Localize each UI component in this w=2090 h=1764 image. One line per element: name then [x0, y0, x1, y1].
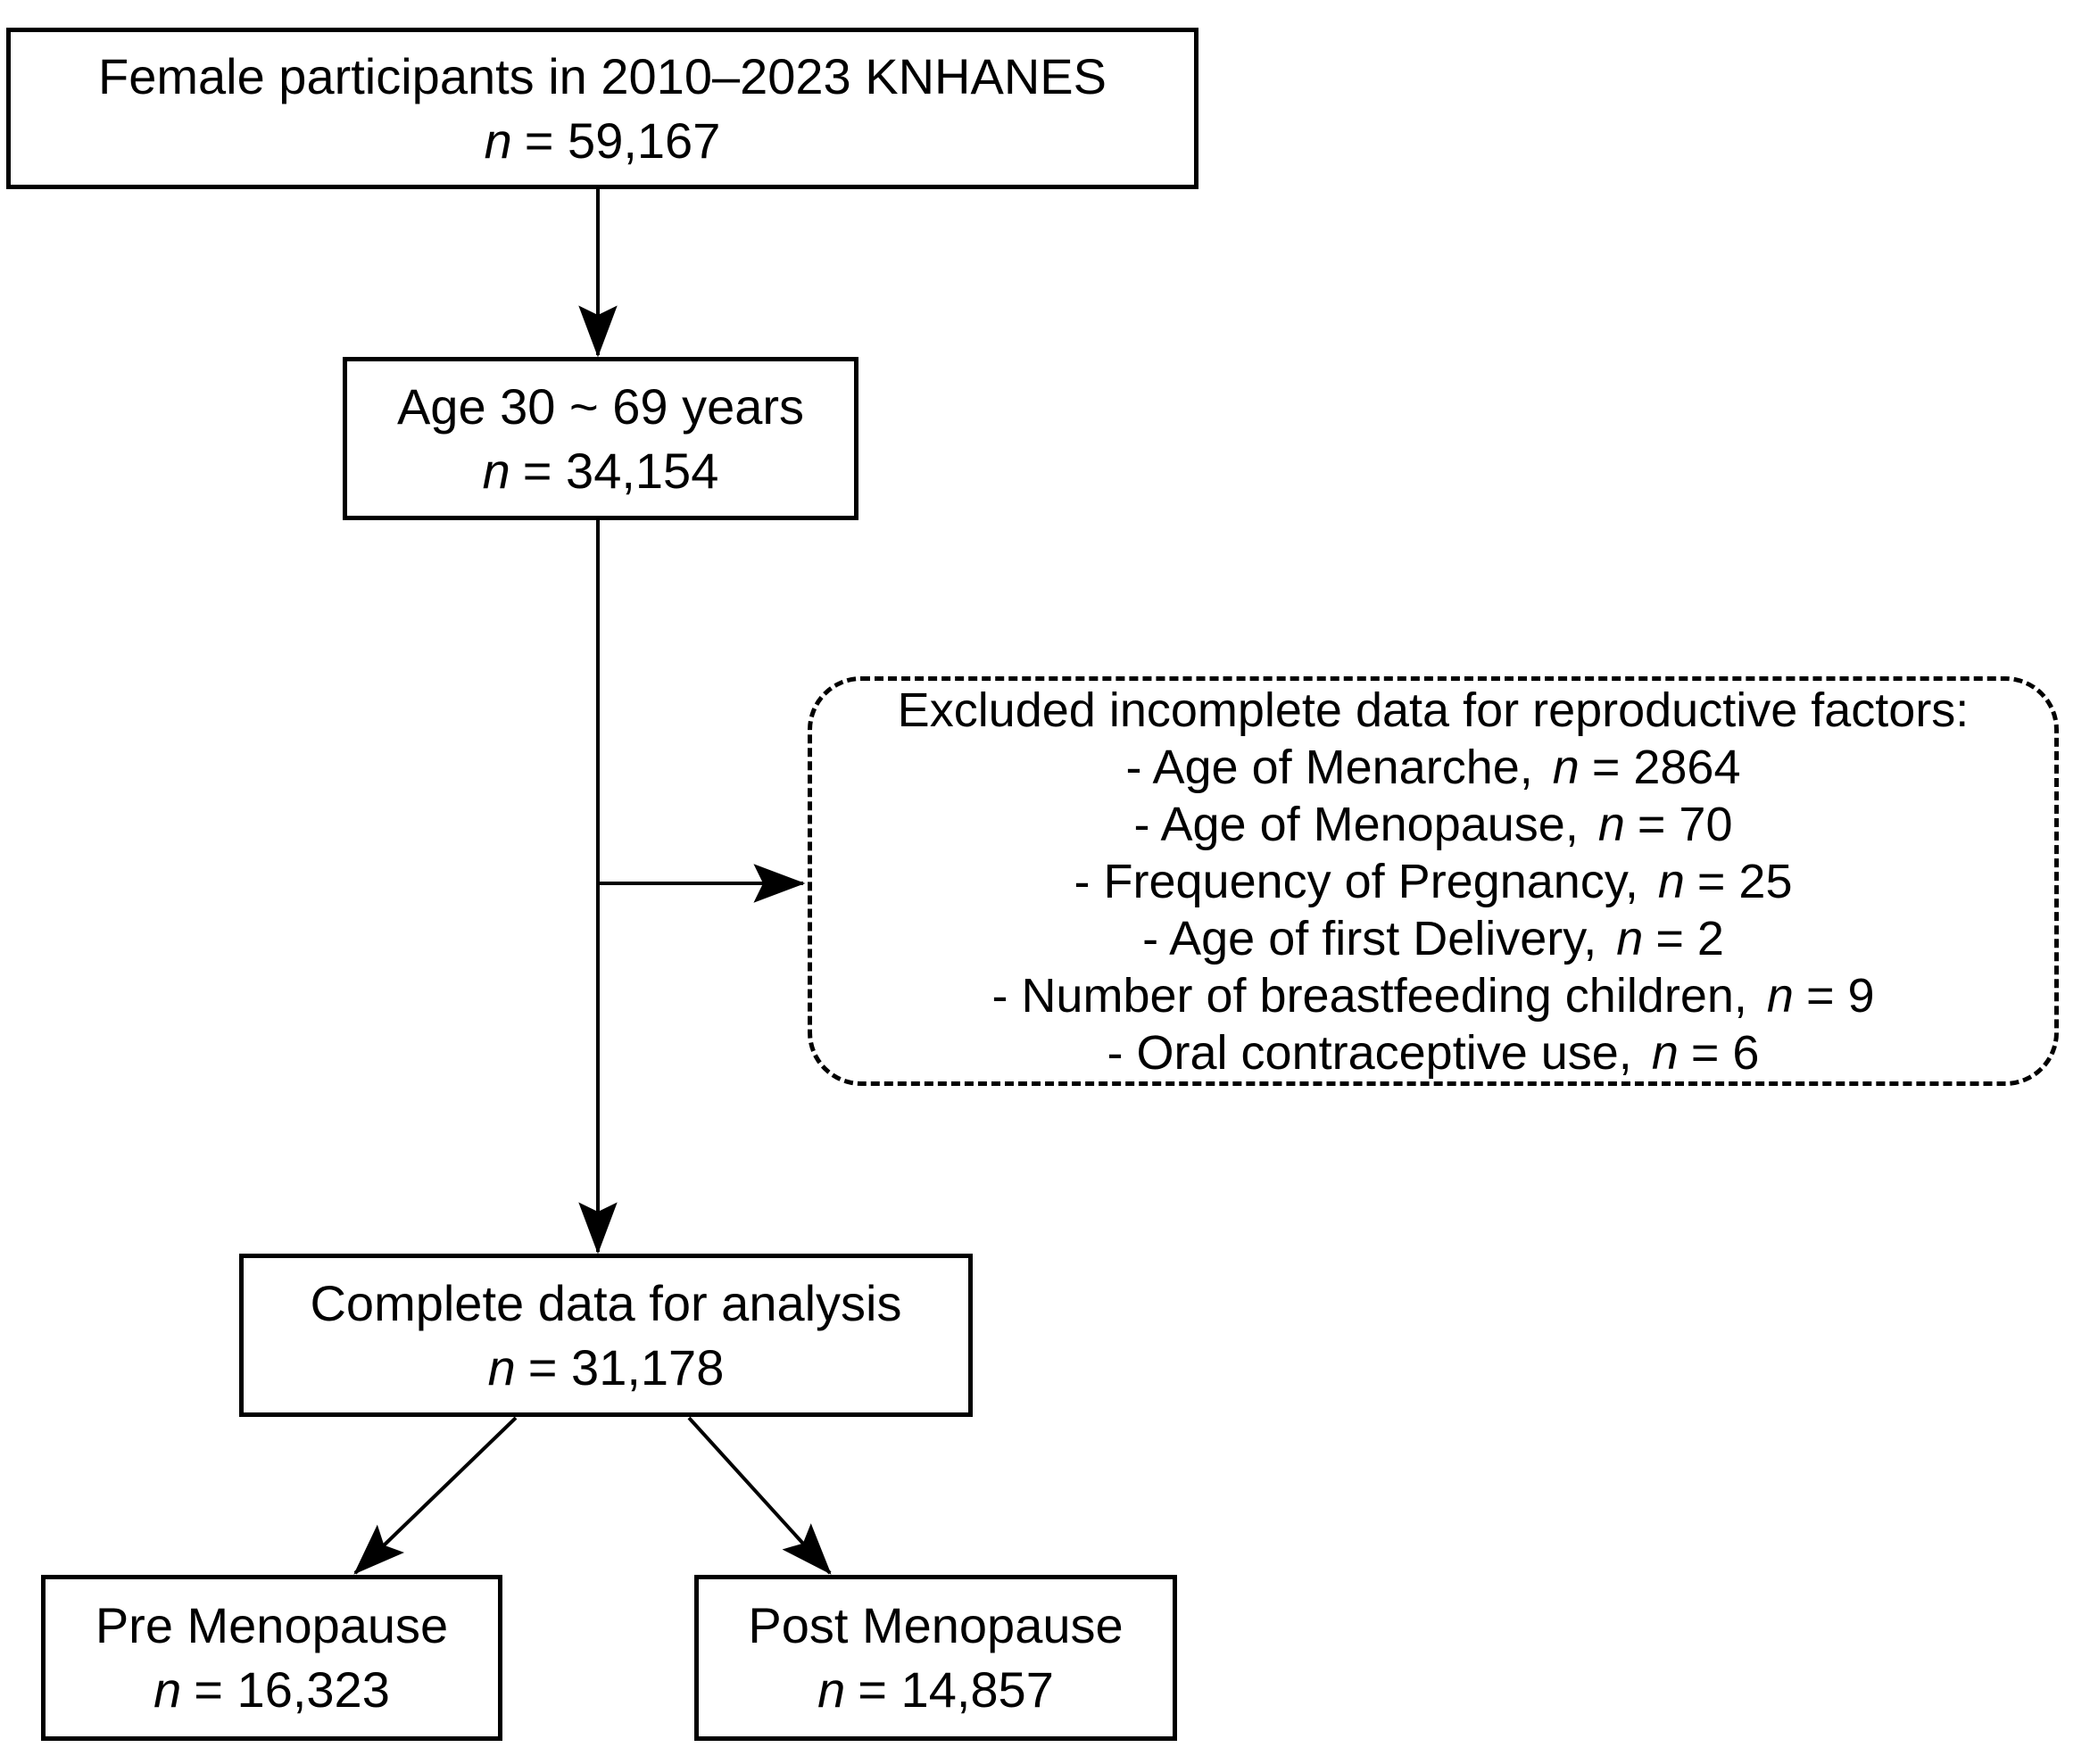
excluded-item: - Age of Menopause, n= 70 [1134, 796, 1733, 853]
arrow-complete-to-post [687, 1416, 832, 1575]
excluded-item-label: - Frequency of Pregnancy, [1074, 854, 1638, 908]
n-label: n [484, 112, 512, 169]
n-value: = 9 [1805, 968, 1875, 1023]
excluded-item: - Age of first Delivery, n= 2 [1142, 910, 1724, 967]
box-title: Complete data for analysis [310, 1274, 902, 1331]
n-label: n [487, 1338, 516, 1395]
n-label: n [482, 442, 510, 499]
sample-size-line: n= 34,154 [483, 439, 719, 503]
n-value: = 59,167 [524, 112, 721, 169]
box-age-range: Age 30 ~ 69 years n= 34,154 [343, 357, 858, 520]
n-label: n [153, 1661, 182, 1718]
n-label: n [1657, 854, 1685, 908]
n-value: = 6 [1690, 1025, 1760, 1080]
sample-size-line: n= 16,323 [153, 1658, 390, 1722]
box-title: Pre Menopause [95, 1597, 449, 1653]
box-post-menopause: Post Menopause n= 14,857 [694, 1575, 1177, 1741]
excluded-item: - Oral contraceptive use, n= 6 [1107, 1024, 1760, 1081]
excluded-item-label: - Number of breastfeeding children, [991, 968, 1747, 1023]
n-value: = 31,178 [527, 1338, 725, 1395]
n-value: = 2 [1655, 911, 1724, 965]
n-label: n [1552, 740, 1580, 794]
n-value: = 2864 [1591, 740, 1741, 794]
n-label: n [1651, 1025, 1679, 1080]
n-label: n [817, 1661, 846, 1718]
sample-size-line: n= 14,857 [817, 1658, 1054, 1722]
n-value: = 34,154 [522, 442, 719, 499]
arrow-complete-to-pre [353, 1416, 518, 1575]
excluded-item: - Age of Menarche, n= 2864 [1126, 739, 1741, 796]
n-value: = 16,323 [194, 1661, 390, 1718]
box-excluded-criteria: Excluded incomplete data for reproductiv… [808, 676, 2059, 1086]
n-label: n [1597, 797, 1625, 851]
n-value: = 70 [1637, 797, 1733, 851]
n-value: = 14,857 [858, 1661, 1054, 1718]
excluded-item-label: - Age of first Delivery, [1142, 911, 1597, 965]
n-label: n [1616, 911, 1644, 965]
excluded-item: - Frequency of Pregnancy, n= 25 [1074, 853, 1793, 910]
excluded-item-label: - Oral contraceptive use, [1107, 1025, 1632, 1080]
excluded-title: Excluded incomplete data for reproductiv… [897, 683, 1970, 737]
sample-size-line: n= 31,178 [488, 1336, 725, 1400]
box-title: Post Menopause [748, 1597, 1124, 1653]
box-title: Female participants in 2010–2023 KNHANES [98, 47, 1107, 104]
box-complete-data: Complete data for analysis n= 31,178 [239, 1254, 973, 1417]
box-pre-menopause: Pre Menopause n= 16,323 [41, 1575, 502, 1741]
excluded-item-label: - Age of Menarche, [1125, 740, 1533, 794]
excluded-item: - Number of breastfeeding children, n= 9 [991, 967, 1874, 1024]
n-value: = 25 [1696, 854, 1793, 908]
excluded-item-label: - Age of Menopause, [1133, 797, 1579, 851]
box-title: Age 30 ~ 69 years [396, 377, 805, 435]
sample-size-line: n= 59,167 [485, 109, 721, 173]
n-label: n [1766, 968, 1794, 1023]
box-female-participants: Female participants in 2010–2023 KNHANES… [6, 28, 1198, 189]
